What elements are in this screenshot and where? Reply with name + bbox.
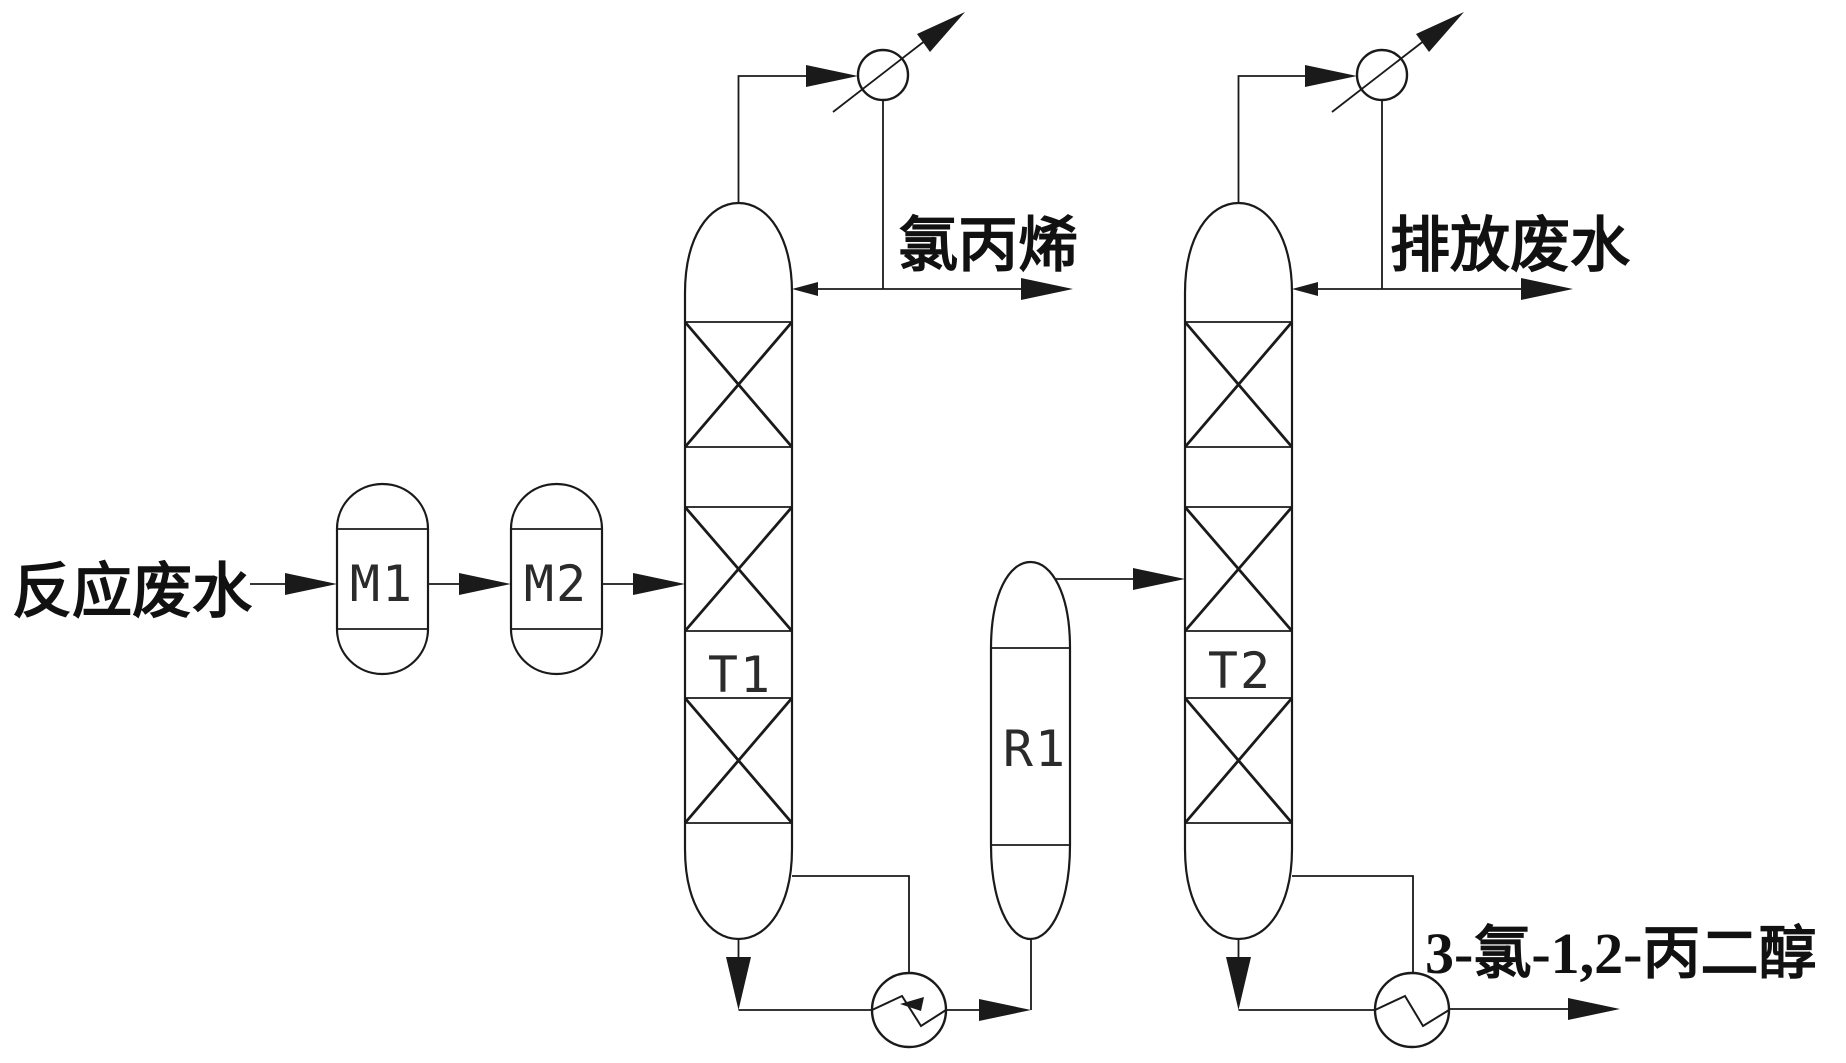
t2-condenser: [1355, 48, 1409, 102]
t1-p1-x2: [683, 321, 794, 448]
t2-distillate-arrow: [1521, 278, 1573, 300]
t1-condenser-inlet-arrow: [806, 65, 858, 87]
t2-cooler-coil: [1374, 994, 1450, 1028]
t2-overhead-system: 排放废水: [1237, 12, 1631, 300]
t2-overhead-product-label: 排放废水: [1390, 213, 1631, 279]
mixer-m2: M2: [509, 482, 604, 676]
t2-bottom-product-label: 3-氯-1,2-丙二醇: [1425, 921, 1816, 986]
t1-packing-2: [683, 506, 794, 632]
t1-packing-1: [683, 321, 794, 448]
t1-condenser: [856, 48, 910, 102]
t1-sidedraw-line: [792, 875, 910, 973]
t2-bottoms-system: 3-氯-1,2-丙二醇: [1226, 875, 1816, 1049]
t2-reflux-arrow: [1292, 282, 1318, 296]
t1-overhead-riser: [737, 75, 808, 203]
t2-p3-x2: [1183, 697, 1294, 824]
t2-bottoms-down-arrow: [1226, 957, 1251, 1010]
t1-reflux-arrow: [792, 282, 818, 296]
t2-condenser-vent-arrow: [1416, 12, 1464, 52]
t2-condenser-inlet-arrow: [1305, 65, 1357, 87]
t1-p3-x2: [683, 697, 794, 824]
column-t1: T1: [683, 201, 794, 941]
pipe-m2-to-t1: [602, 573, 685, 595]
t1-overhead-system: 氯丙烯: [737, 12, 1078, 300]
t2-tag: T2: [1208, 642, 1272, 700]
r1-to-t2-arrow: [1133, 568, 1185, 590]
t2-condenser-coolant-line: [1331, 39, 1426, 113]
m2-t1-arrow: [633, 573, 685, 595]
r1-tag: R1: [1003, 720, 1067, 778]
t1-shell: [683, 201, 794, 941]
t1-condenser-coolant-line: [832, 39, 927, 113]
t2-packing-3: [1183, 697, 1294, 824]
t1-reboiler-coil: [871, 994, 947, 1028]
reactor-r1: R1: [989, 560, 1185, 1010]
t1-to-r1-arrow: [979, 999, 1031, 1021]
m1-m2-arrow: [459, 573, 511, 595]
t1-reboiler: [870, 971, 948, 1049]
t1-condenser-vent-arrow: [917, 12, 965, 52]
t1-reboiler-coil-arrow: [900, 997, 924, 1011]
t1-distillate-arrow: [1021, 278, 1073, 300]
t1-p2-x2: [683, 506, 794, 632]
feed-stream: 反应废水: [12, 559, 337, 625]
t1-tag: T1: [708, 646, 772, 704]
t2-p1-x2: [1183, 321, 1294, 448]
t1-bottoms-system: [726, 875, 1031, 1049]
m1-tag: M1: [350, 555, 414, 613]
column-t2: T2: [1183, 201, 1294, 941]
t2-shell: [1183, 201, 1294, 941]
m2-tag: M2: [524, 555, 588, 613]
t2-product-arrow: [1568, 998, 1620, 1020]
t2-packing-2: [1183, 506, 1294, 632]
pipe-m1-to-m2: [428, 573, 511, 595]
t2-overhead-riser: [1237, 75, 1307, 203]
mixer-m1: M1: [335, 482, 430, 676]
t1-bottoms-down-arrow: [726, 957, 751, 1010]
feed-arrow: [285, 573, 337, 595]
t1-packing-3: [683, 697, 794, 824]
feed-stream-label: 反应废水: [12, 559, 253, 625]
t2-packing-1: [1183, 321, 1294, 448]
t2-sidedraw-line: [1292, 875, 1414, 973]
t1-overhead-product-label: 氯丙烯: [898, 213, 1078, 279]
t2-p2-x2: [1183, 506, 1294, 632]
